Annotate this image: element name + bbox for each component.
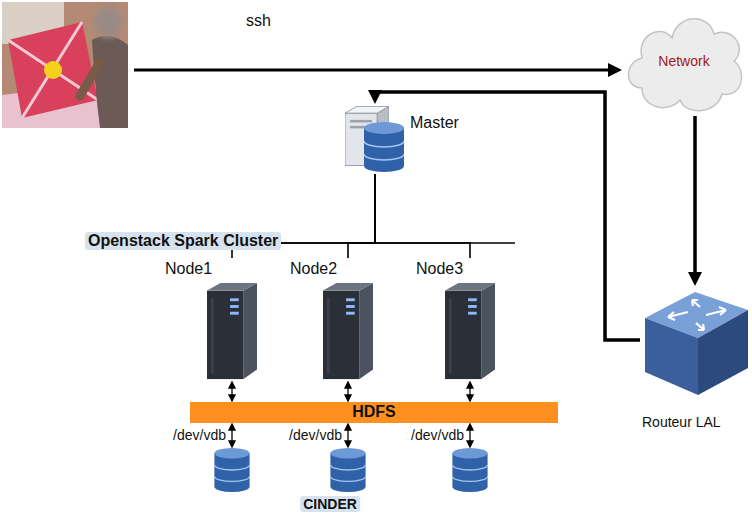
router-front (645, 318, 698, 395)
photo-laptop (8, 22, 98, 118)
io-head (229, 395, 235, 401)
io-head (345, 424, 351, 430)
disk-icon (452, 448, 487, 492)
protocol-label-box: ssh (246, 12, 271, 30)
storage-label-box: CINDER (300, 496, 360, 512)
master-server: Master (340, 104, 470, 174)
io-head (467, 382, 473, 388)
master-server-label-box: Master (410, 114, 459, 132)
io-head (467, 441, 473, 447)
router-arrow (696, 323, 704, 330)
connector (375, 92, 640, 340)
worker-servers (207, 283, 495, 379)
connector (348, 174, 375, 258)
device-path: /dev/vdb (411, 427, 464, 443)
cloud-shape (629, 19, 742, 111)
io-head (345, 395, 351, 401)
io-head (229, 441, 235, 447)
database-icon (364, 122, 404, 172)
server-icon (207, 283, 257, 379)
network-cloud: Network (622, 6, 746, 116)
router-side (698, 310, 748, 395)
worker-node-label-box: Node1 (165, 260, 212, 278)
photo-blurred-face (94, 6, 122, 38)
router: Routeur LAL (640, 286, 750, 441)
photo-tape (22, 22, 82, 118)
device-path-box: /dev/vdb (173, 427, 226, 443)
network-cloud-label-box: Network (622, 6, 746, 116)
server-icon (445, 283, 495, 379)
device-path: /dev/vdb (173, 427, 226, 443)
worker-node-label-box: Node2 (290, 260, 337, 278)
photo-person (92, 36, 128, 128)
master-icon (345, 106, 404, 172)
worker-node-text: Node1 (165, 260, 212, 278)
io-head (229, 424, 235, 430)
cluster-region-text: Openstack Spark Cluster (85, 232, 281, 250)
disk-icon (214, 448, 249, 492)
server-icon (323, 283, 373, 379)
io-head (229, 382, 235, 388)
arrow-line (134, 69, 610, 72)
router-icon (645, 292, 748, 395)
worker-node: Node2 (288, 258, 382, 382)
cluster-region: Openstack Spark ClusterMasterNode1Node2N… (138, 100, 612, 524)
connector (693, 116, 697, 280)
io-head (467, 395, 473, 401)
cinder-disks (214, 448, 487, 492)
router-arrow (668, 312, 688, 320)
hdfs-band-label-box: HDFS (190, 402, 558, 423)
worker-node: Node1 (163, 258, 263, 382)
cluster-region-label-box: Openstack Spark Cluster (85, 232, 281, 250)
device-path: /dev/vdb (289, 427, 342, 443)
photo-apple (44, 61, 62, 79)
worker-node-label-box: Node3 (416, 260, 463, 278)
disk-icon (330, 448, 365, 492)
photo-wall (2, 2, 128, 128)
master-server-text: Master (410, 114, 459, 132)
cluster-ellipse (139, 101, 611, 523)
network-cloud-text: Network (658, 53, 709, 69)
worker-node-text: Node2 (290, 260, 337, 278)
device-path-box: /dev/vdb (289, 427, 342, 443)
io-head (467, 424, 473, 430)
worker-node-text: Node3 (416, 260, 463, 278)
arrow-head (608, 63, 622, 77)
device-path-box: /dev/vdb (411, 427, 464, 443)
io-head (345, 441, 351, 447)
worker-node: Node3 (414, 258, 502, 382)
user-photo (2, 2, 128, 128)
photo-arm (80, 62, 100, 96)
hdfs-band-text: HDFS (352, 403, 396, 421)
router-arrow (706, 307, 726, 315)
router-arrow (692, 300, 700, 307)
router-text: Routeur LAL (642, 414, 721, 430)
storage-label: CINDER (300, 496, 360, 512)
router-label-box: Routeur LAL (642, 414, 721, 430)
io-head (345, 382, 351, 388)
cluster-outline (138, 100, 612, 524)
hdfs-band: HDFS (190, 402, 558, 423)
protocol-label: ssh (246, 12, 271, 30)
ssh-arrow (134, 63, 622, 77)
connector (375, 174, 470, 258)
